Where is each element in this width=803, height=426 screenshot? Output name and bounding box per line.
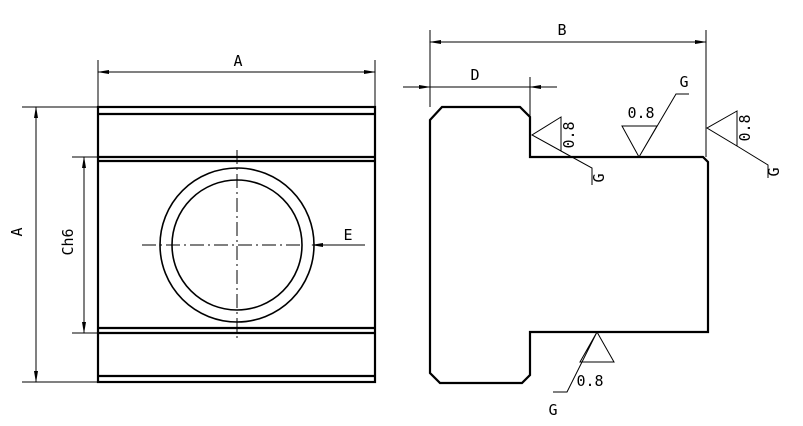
dimension-label-a: A [233,52,242,70]
roughness-value: 0.8 [736,114,754,141]
dimension-label-d: D [470,66,479,84]
roughness-value: 0.8 [560,121,578,148]
dimension-a-left: A [8,106,98,383]
dimension-a-top: A [97,52,376,107]
front-view [96,105,377,384]
roughness-value: 0.8 [576,372,603,390]
dimension-ch6: Ch6 [59,156,98,334]
side-view-outline [428,105,710,385]
surface-finish-symbol: 0.8 G [621,73,689,159]
dimension-d: D [403,66,557,117]
surface-finish-symbol: 0.8 G [531,116,608,185]
dimension-label-a-left: A [8,227,26,236]
grade-label: G [590,173,608,182]
dimension-label-ch6: Ch6 [59,228,77,255]
dimension-e: E [311,226,365,247]
surface-finish-symbol: 0.8 G [706,110,783,178]
dimension-b: B [429,21,707,157]
grade-label: G [679,73,688,91]
grade-label: G [548,401,557,419]
dimension-label-e: E [343,226,352,244]
roughness-value: 0.8 [627,104,654,122]
surface-finish-symbol: 0.8 G [548,330,615,419]
grade-label: G [765,167,783,176]
dimension-label-b: B [557,21,566,39]
front-outline [96,105,377,384]
